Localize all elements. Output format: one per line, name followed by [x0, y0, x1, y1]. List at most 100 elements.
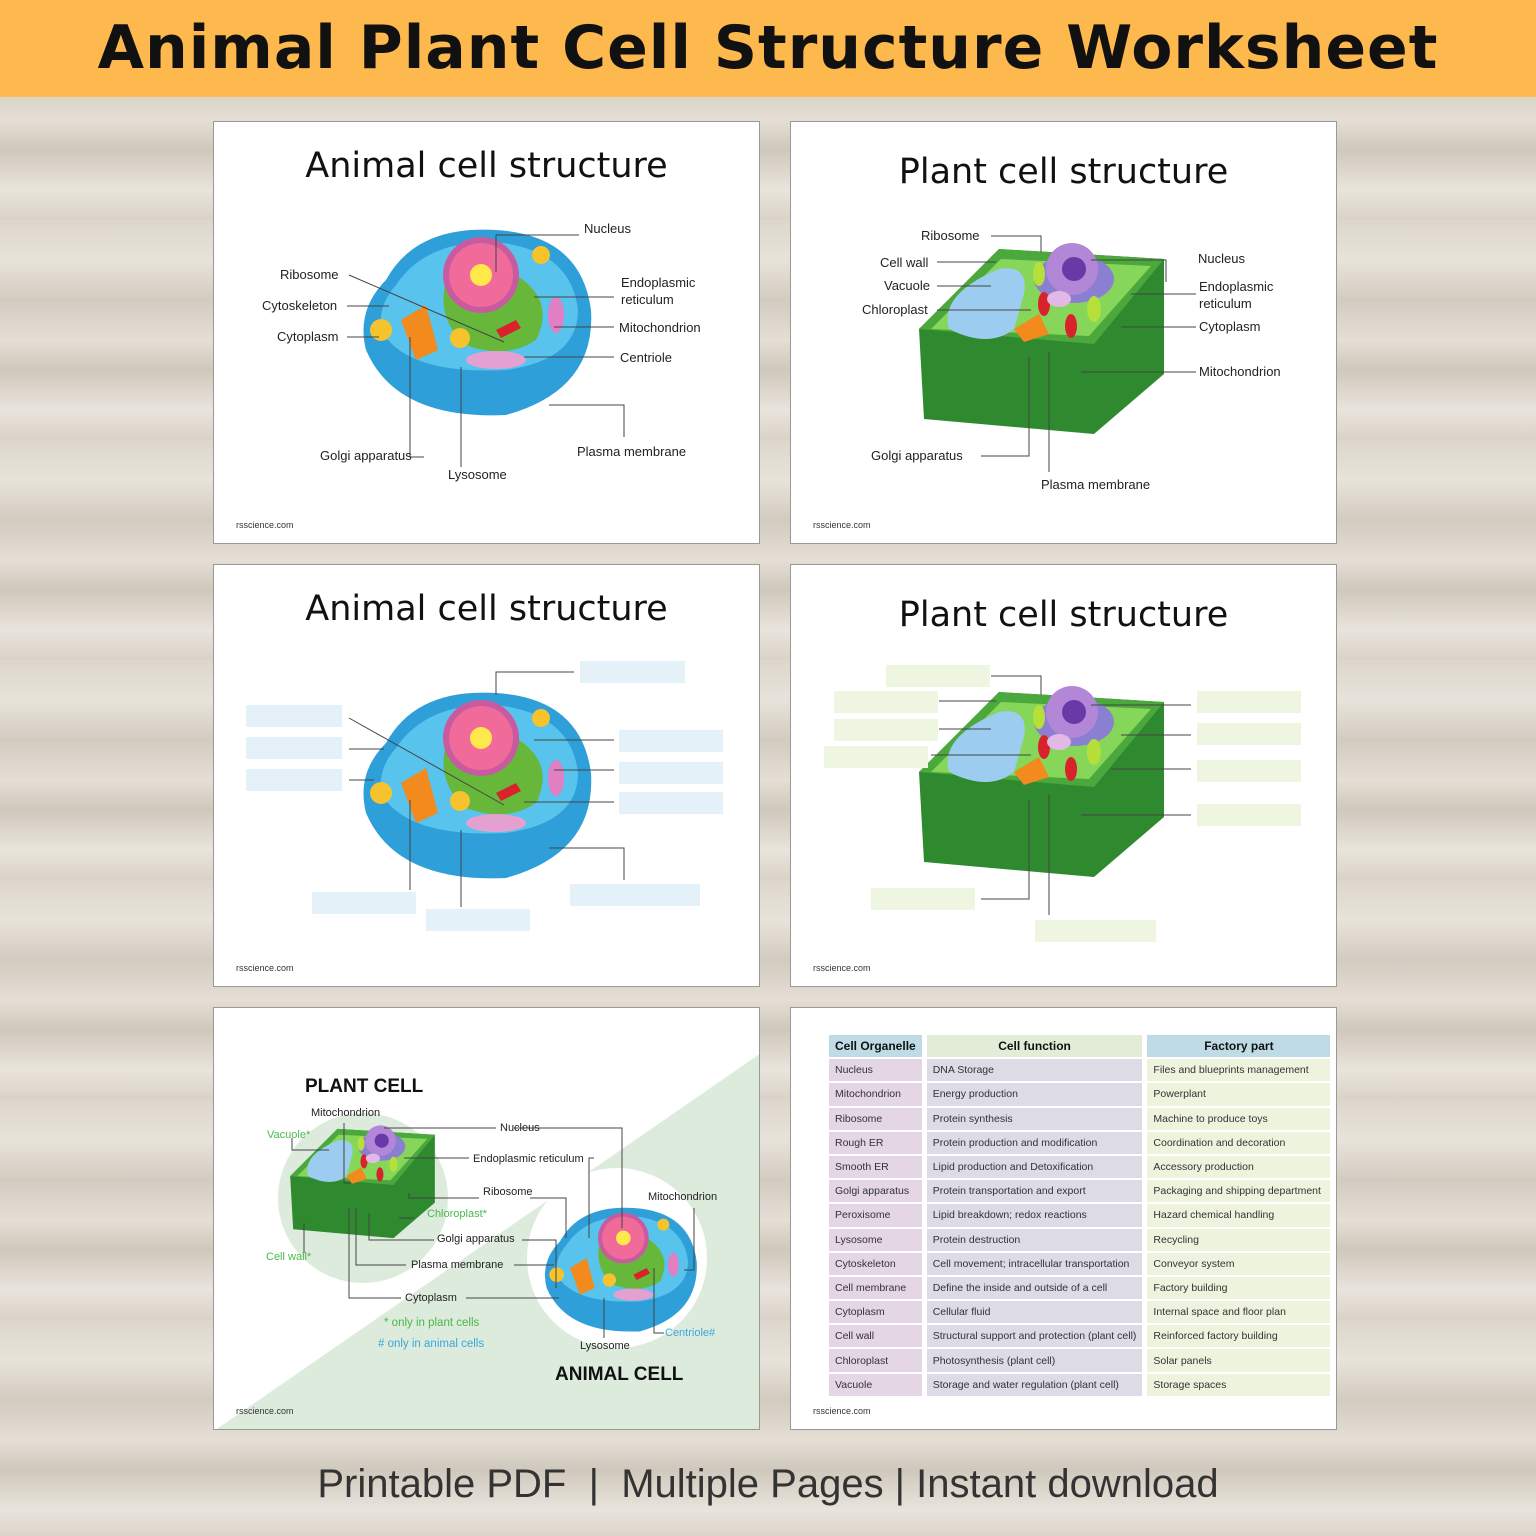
page-title: Animal Plant Cell Structure Worksheet — [97, 13, 1439, 83]
label-er-2: reticulum — [1199, 296, 1252, 311]
cell-factory-part: Factory building — [1147, 1276, 1331, 1300]
label-er-2: reticulum — [621, 292, 674, 307]
cell-organelle: Cell wall — [829, 1325, 922, 1348]
label-cytoplasm: Cytoplasm — [405, 1292, 457, 1304]
cell-function: Storage and water regulation (plant cell… — [926, 1373, 1143, 1396]
label-er-1: Endoplasmic — [1199, 279, 1274, 294]
blank-plasma-membrane[interactable] — [1035, 920, 1156, 942]
label-er-1: Endoplasmic — [621, 275, 696, 290]
label-lysosome: Lysosome — [580, 1340, 630, 1352]
cell-organelle: Cell membrane — [829, 1276, 922, 1300]
cell-factory-part: Internal space and floor plan — [1147, 1301, 1331, 1324]
cell-function: Protein destruction — [926, 1228, 1143, 1251]
label-golgi: Golgi apparatus — [437, 1233, 515, 1245]
blank-cytoplasm[interactable] — [246, 769, 342, 791]
blank-mitochondrion[interactable] — [619, 762, 723, 784]
label-cytoskeleton: Cytoskeleton — [262, 298, 338, 313]
label-mitochondrion: Mitochondrion — [619, 320, 701, 335]
blank-cytoskeleton[interactable] — [246, 737, 342, 759]
blank-plasma-membrane[interactable] — [570, 884, 700, 906]
blank-centriole[interactable] — [619, 792, 723, 814]
blank-ribosome[interactable] — [886, 665, 990, 687]
label-nucleus: Nucleus — [584, 221, 631, 236]
cell-function: Lipid breakdown; redox reactions — [926, 1204, 1143, 1227]
blank-nucleus[interactable] — [580, 661, 685, 683]
cell-organelle: Vacuole — [829, 1373, 922, 1396]
blank-cell-wall[interactable] — [834, 691, 938, 713]
cell-function: Lipid production and Detoxification — [926, 1155, 1143, 1179]
blank-vacuole[interactable] — [834, 719, 938, 741]
blank-mitochondrion[interactable] — [1197, 804, 1301, 826]
label-mitochondrion-animal: Mitochondrion — [648, 1191, 718, 1203]
blank-chloroplast[interactable] — [824, 746, 928, 768]
credit: rsscience.com — [236, 1406, 294, 1416]
blank-er[interactable] — [619, 730, 723, 752]
panel-title: Animal cell structure — [305, 146, 668, 186]
blank-nucleus[interactable] — [1197, 691, 1301, 713]
label-mitochondrion-plant: Mitochondrion — [311, 1107, 381, 1119]
cell-factory-part: Machine to produce toys — [1147, 1107, 1331, 1130]
blank-er[interactable] — [1197, 723, 1301, 745]
panel-title: Animal cell structure — [305, 589, 668, 629]
label-vacuole: Vacuole* — [267, 1129, 311, 1141]
label-ribosome: Ribosome — [280, 267, 339, 282]
label-chloroplast: Chloroplast* — [427, 1208, 487, 1220]
label-er: Endoplasmic reticulum — [473, 1153, 584, 1165]
blank-golgi[interactable] — [312, 892, 416, 914]
plant-labeled-page: Plant cell structure Ribosome Cell wall … — [790, 121, 1337, 544]
animal-blank-page: Animal cell structure rsscience.com — [213, 564, 760, 987]
label-cytoplasm: Cytoplasm — [1199, 319, 1261, 334]
label-golgi: Golgi apparatus — [320, 448, 412, 463]
cell-organelle: Cytoplasm — [829, 1301, 922, 1324]
credit: rsscience.com — [236, 963, 294, 973]
label-centriole: Centriole# — [665, 1327, 716, 1339]
blank-cytoplasm[interactable] — [1197, 760, 1301, 782]
label-centriole: Centriole — [620, 350, 673, 365]
label-cytoplasm: Cytoplasm — [277, 329, 339, 344]
label-vacuole: Vacuole — [884, 278, 931, 293]
animal-cell-title: ANIMAL CELL — [555, 1364, 684, 1385]
label-plasma-membrane: Plasma membrane — [1041, 477, 1151, 492]
cell-function: DNA Storage — [926, 1059, 1143, 1082]
cell-function: Cell movement; intracellular transportat… — [926, 1252, 1143, 1275]
label-ribosome: Ribosome — [483, 1186, 533, 1198]
blank-golgi[interactable] — [871, 888, 975, 910]
label-nucleus: Nucleus — [1198, 251, 1245, 266]
label-plasma-membrane: Plasma membrane — [577, 444, 687, 459]
cell-factory-part: Conveyor system — [1147, 1252, 1331, 1275]
credit: rsscience.com — [813, 1406, 871, 1416]
label-cell-wall: Cell wall — [880, 255, 929, 270]
cell-factory-part: Solar panels — [1147, 1349, 1331, 1372]
plant-cell-title: PLANT CELL — [305, 1076, 424, 1097]
banner: Animal Plant Cell Structure Worksheet — [0, 0, 1536, 97]
leader-lines — [931, 675, 1191, 915]
panel-title: Plant cell structure — [898, 595, 1229, 635]
blank-ribosome[interactable] — [246, 705, 342, 727]
cell-factory-part: Reinforced factory building — [1147, 1325, 1331, 1348]
header-factory: Factory part — [1147, 1035, 1331, 1058]
leader-lines — [347, 234, 625, 467]
comparison-page: PLANT CELL Mitochondrion Vacuole* Nucleu… — [213, 1007, 760, 1430]
legend-plant-only: * only in plant cells — [384, 1317, 480, 1329]
cell-factory-part: Storage spaces — [1147, 1373, 1331, 1396]
credit: rsscience.com — [236, 520, 294, 530]
label-golgi: Golgi apparatus — [871, 448, 963, 463]
cell-factory-part: Coordination and decoration — [1147, 1131, 1331, 1154]
cell-function: Structural support and protection (plant… — [926, 1325, 1143, 1348]
label-lysosome: Lysosome — [448, 467, 507, 482]
header-function: Cell function — [926, 1035, 1143, 1058]
cell-factory-part: Files and blueprints management — [1147, 1059, 1331, 1082]
cell-function: Photosynthesis (plant cell) — [926, 1349, 1143, 1372]
blank-lysosome[interactable] — [426, 909, 530, 931]
cell-function: Protein synthesis — [926, 1107, 1143, 1130]
